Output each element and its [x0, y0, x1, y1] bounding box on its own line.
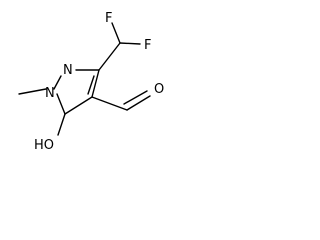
pyrazole-ring	[53, 69, 100, 115]
structure-diagram: F F N N O HO	[18, 11, 164, 153]
bond-chf2-f-top	[111, 22, 121, 44]
bond-c3-c4-inner	[87, 75, 95, 95]
atom-label-f-right: F	[144, 38, 151, 53]
atom-label-n2: N	[63, 63, 73, 78]
atom-label-f-top: F	[105, 11, 112, 26]
bond-cho-o-outer	[126, 95, 151, 111]
atom-label-hydroxyl: HO	[34, 138, 54, 153]
bond-c3-chf2	[98, 42, 121, 71]
bond-c4-c5	[64, 96, 93, 115]
bond-n1-methyl	[18, 88, 47, 95]
bond-c4-cho	[91, 96, 128, 111]
atom-label-n1: N	[45, 86, 55, 101]
bond-c3-c4-outer	[91, 69, 100, 98]
bond-n1-n2	[53, 75, 62, 90]
bond-cho-o-inner	[123, 90, 148, 105]
atom-label-o-aldehyde: O	[154, 82, 164, 97]
bond-c5-oh	[57, 113, 66, 136]
bond-chf2-f-right	[119, 42, 141, 45]
bond-c5-n1	[56, 93, 66, 115]
